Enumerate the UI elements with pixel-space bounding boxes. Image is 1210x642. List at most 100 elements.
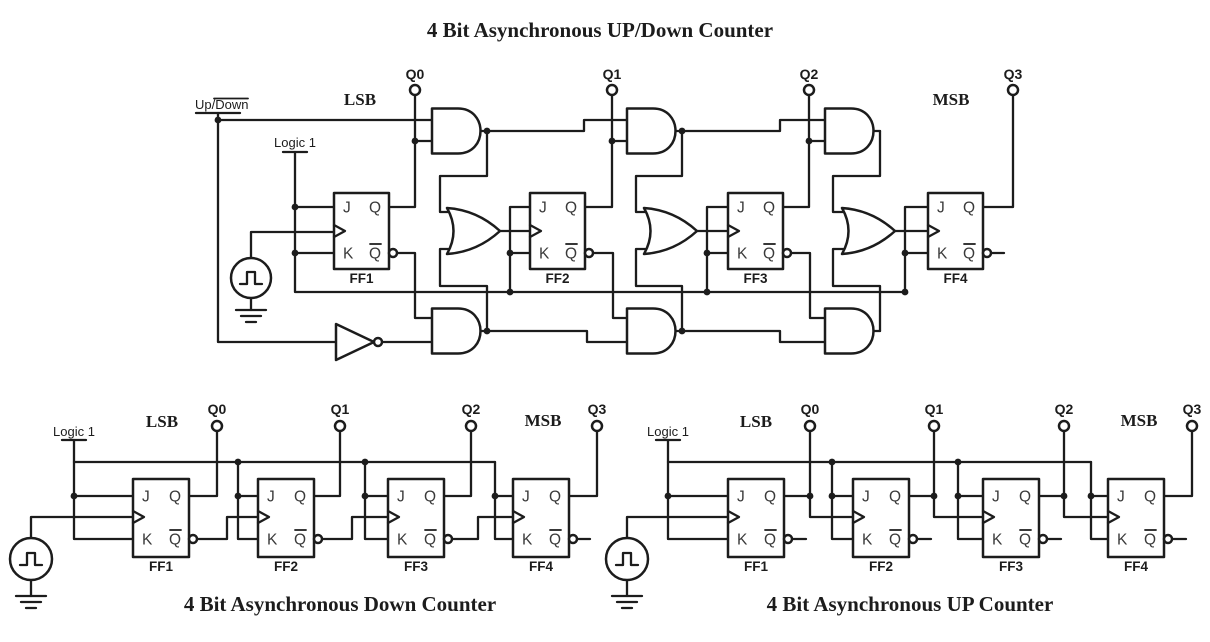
clock-edge-icon xyxy=(1106,509,1121,525)
wire xyxy=(363,460,390,541)
qbar-bubble-icon xyxy=(981,247,993,259)
qbar-bubble-icon xyxy=(583,247,595,259)
wire xyxy=(312,429,342,498)
qbar-bubble-icon xyxy=(387,247,399,259)
pin-label-q: Q xyxy=(424,489,436,506)
logic1-label: Logic 1 xyxy=(53,424,95,439)
junction-dot xyxy=(703,288,711,296)
output-terminal xyxy=(1057,419,1071,433)
or-gate xyxy=(840,206,897,256)
up-down-label: Up/Down xyxy=(195,97,248,112)
flipflop-name: FF3 xyxy=(404,559,428,574)
output-label: Q2 xyxy=(800,66,819,82)
junction-dot xyxy=(234,458,242,466)
wire xyxy=(583,93,614,209)
pin-label-q: Q xyxy=(549,489,561,506)
junction-dot xyxy=(805,137,813,145)
junction-dot xyxy=(506,249,514,257)
output-terminal xyxy=(333,419,347,433)
wire xyxy=(1062,429,1110,519)
pin-label-q: Q xyxy=(1144,489,1156,506)
up-down-prefix: Up/ xyxy=(195,97,216,112)
pin-label-k: K xyxy=(267,532,278,549)
wire xyxy=(956,460,985,541)
main-title: 4 Bit Asynchronous UP/Down Counter xyxy=(427,18,773,42)
clock-edge-icon xyxy=(256,509,271,525)
wire xyxy=(249,230,336,260)
msb-label: MSB xyxy=(525,411,562,430)
junction-dot xyxy=(1087,492,1095,500)
flipflop-name: FF1 xyxy=(149,559,173,574)
and-gate xyxy=(625,107,677,155)
inverter-bubble-icon xyxy=(372,336,384,348)
wire xyxy=(387,93,417,209)
pin-label-k: K xyxy=(937,246,948,263)
clock-edge-icon xyxy=(386,509,401,525)
pin-label-qbar: Q xyxy=(369,246,381,263)
clock-edge-icon xyxy=(332,223,347,239)
qbar-bubble-icon xyxy=(1037,533,1049,545)
pin-label-j: J xyxy=(522,489,530,506)
output-terminal xyxy=(210,419,224,433)
pin-label-j: J xyxy=(937,200,945,217)
clock-source-icon xyxy=(604,536,650,582)
output-label: Q2 xyxy=(1055,401,1074,417)
pin-label-j: J xyxy=(992,489,1000,506)
output-label: Q0 xyxy=(801,401,820,417)
junction-dot xyxy=(703,249,711,257)
msb-label: MSB xyxy=(933,90,970,109)
pin-label-qbar: Q xyxy=(565,246,577,263)
pin-label-q: Q xyxy=(1019,489,1031,506)
junction-dot xyxy=(506,288,514,296)
output-label: Q1 xyxy=(331,401,350,417)
pin-label-j: J xyxy=(1117,489,1125,506)
junction-dot xyxy=(954,458,962,466)
pin-label-j: J xyxy=(267,489,275,506)
qbar-bubble-icon xyxy=(781,247,793,259)
and-gate xyxy=(430,107,482,155)
qbar-bubble-icon xyxy=(442,533,454,545)
wire xyxy=(216,111,338,344)
wire xyxy=(438,129,489,214)
junction-dot xyxy=(483,127,491,135)
junction-dot xyxy=(828,492,836,500)
pin-label-qbar: Q xyxy=(424,532,436,549)
qbar-bubble-icon xyxy=(567,533,579,545)
wire xyxy=(485,118,629,133)
lsb-label: LSB xyxy=(344,90,376,109)
wire xyxy=(981,93,1015,209)
junction-dot xyxy=(806,492,814,500)
flipflop-name: FF4 xyxy=(943,271,967,286)
junction-dot xyxy=(901,249,909,257)
pin-label-qbar: Q xyxy=(763,246,775,263)
wire-layer xyxy=(29,93,1194,598)
output-label: Q1 xyxy=(603,66,622,82)
flipflop-name: FF4 xyxy=(529,559,553,574)
pin-label-q: Q xyxy=(169,489,181,506)
output-terminal xyxy=(464,419,478,433)
component-layer xyxy=(8,83,1199,610)
wire xyxy=(680,118,827,133)
pin-label-q: Q xyxy=(565,200,577,217)
pin-label-q: Q xyxy=(294,489,306,506)
wire xyxy=(236,460,260,541)
output-terminal xyxy=(803,419,817,433)
junction-dot xyxy=(1060,492,1068,500)
pin-label-k: K xyxy=(1117,532,1128,549)
square-wave-icon xyxy=(238,270,264,286)
flipflop-name: FF3 xyxy=(743,271,767,286)
wire xyxy=(705,205,730,294)
clock-edge-icon xyxy=(981,509,996,525)
output-label: Q3 xyxy=(588,401,607,417)
wire xyxy=(508,205,532,294)
pin-label-k: K xyxy=(397,532,408,549)
junction-dot xyxy=(954,492,962,500)
wire xyxy=(625,515,730,540)
junction-dot xyxy=(678,127,686,135)
output-terminal xyxy=(1185,419,1199,433)
output-terminal xyxy=(802,83,816,97)
output-terminal xyxy=(927,419,941,433)
junction-dot xyxy=(291,203,299,211)
